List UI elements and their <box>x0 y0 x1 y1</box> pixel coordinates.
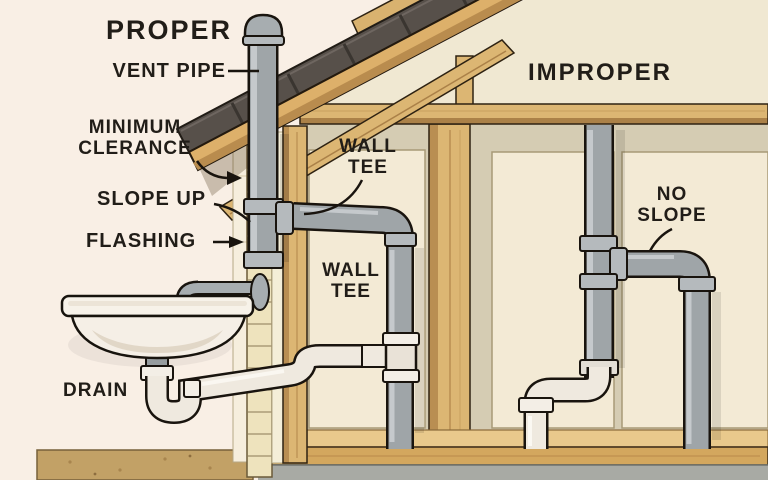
vent-cap <box>243 13 284 42</box>
pipe-coupling <box>579 235 618 252</box>
vent-pipe-assembly <box>242 13 294 269</box>
flashing-label: FLASHING <box>86 230 197 252</box>
wall-stud <box>428 123 471 448</box>
slope-up-pointer-line <box>213 202 251 223</box>
wall-tee-fitting-proper <box>361 332 420 383</box>
improper-title: IMPROPER <box>528 59 673 86</box>
flashing-arrowhead <box>229 236 244 248</box>
sink <box>60 273 270 367</box>
no-slope-pointer-line <box>648 227 673 252</box>
proper-pipes <box>140 202 424 449</box>
vent-pipe-label: VENT PIPE <box>112 60 226 82</box>
clearance-arrow-line <box>195 160 228 180</box>
wall-tee-pointer-line <box>303 179 364 216</box>
sink-bowl <box>70 314 247 360</box>
slope-up-label: SLOPE UP <box>97 188 207 210</box>
drain-label: DRAIN <box>63 380 129 401</box>
ground-soil <box>36 449 254 480</box>
proper-title: PROPER <box>106 15 233 45</box>
wall-tee-fitting-improper <box>609 247 628 281</box>
faucet <box>175 273 270 311</box>
callout-lines <box>195 69 673 252</box>
improper-pipes <box>518 125 721 449</box>
wall-tee-fitting-vent <box>275 201 294 235</box>
clearance-arrowhead <box>227 171 242 185</box>
